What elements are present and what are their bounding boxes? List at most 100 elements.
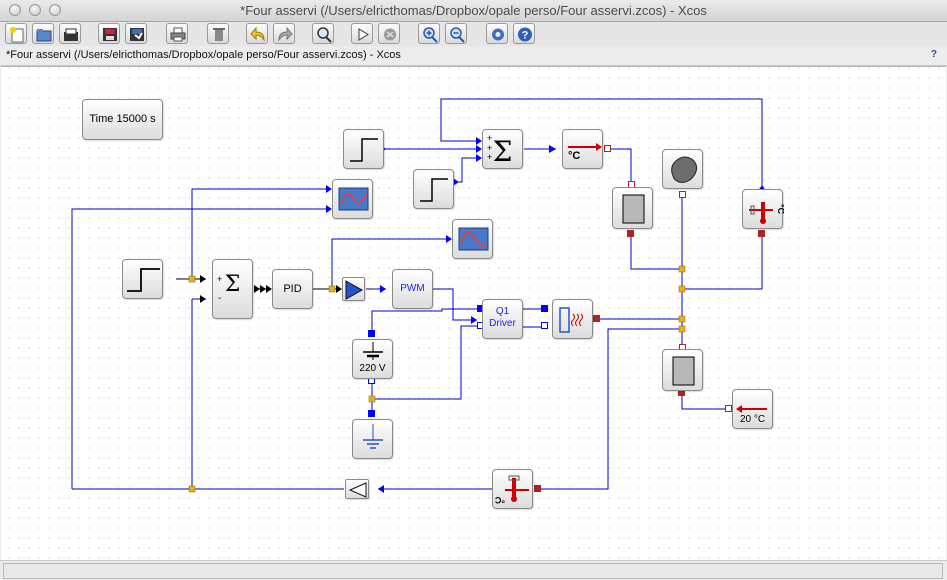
help-mark[interactable]: ?: [930, 49, 937, 60]
save-button[interactable]: [98, 23, 120, 44]
diagram-tab-bar: *Four asservi (/Users/elricthomas/Dropbo…: [0, 47, 947, 66]
link-capacity2-ambient[interactable]: [681, 403, 726, 410]
open-file-icon: [64, 28, 78, 41]
zoom-in-button[interactable]: [418, 23, 440, 44]
temperature-source-arrow-icon: [736, 405, 767, 413]
open-in-scilab-button[interactable]: [59, 23, 81, 44]
save-as-button[interactable]: [125, 23, 147, 44]
link-split-scope1[interactable]: [191, 188, 326, 279]
link-sensor-feedback-sum2[interactable]: [440, 98, 763, 191]
scope-block-1[interactable]: [332, 179, 373, 219]
window-title: *Four asservi (/Users/elricthomas/Dropbo…: [240, 3, 707, 18]
pwm-block[interactable]: PWM: [392, 269, 433, 309]
pwm-label: PWM: [400, 283, 425, 294]
undo-icon: [250, 26, 265, 42]
open-button[interactable]: [32, 23, 54, 44]
close-window-button[interactable]: [9, 4, 21, 16]
stop-icon: [384, 28, 396, 41]
play-icon: [358, 28, 369, 41]
sum2-sign-3: +: [487, 152, 493, 162]
start-button[interactable]: [351, 23, 373, 44]
diagram-canvas[interactable]: Time 15000 s Σ + + + Σ + - PID PWM °C: [1, 66, 946, 560]
fit-diagram-button[interactable]: [312, 23, 334, 44]
redo-button[interactable]: [273, 23, 295, 44]
new-diagram-button[interactable]: [5, 23, 27, 44]
pid-block[interactable]: PID: [272, 269, 313, 309]
heat-capacitor-block-1[interactable]: [612, 187, 653, 229]
scope-icon: [338, 187, 369, 211]
ground-icon: [363, 424, 383, 449]
thermal-body-icon: [671, 156, 698, 183]
scope-block-2[interactable]: [452, 219, 493, 259]
time-label: Time 15000 s: [89, 113, 156, 125]
zoom-out-button[interactable]: [445, 23, 467, 44]
svg-text:°C: °C: [494, 495, 505, 505]
sum-block-2[interactable]: Σ + + +: [482, 129, 523, 169]
trash-icon: [213, 28, 225, 41]
save-icon: [103, 28, 117, 41]
thermometer-block[interactable]: °C: [492, 469, 533, 509]
thermometer-icon: °C: [494, 475, 529, 505]
link-bus-sensor[interactable]: [682, 235, 763, 290]
sum1-sign-minus: -: [218, 293, 222, 304]
link-wires: [71, 98, 766, 493]
link-gain-scope1[interactable]: [71, 208, 326, 489]
gear-icon: [492, 28, 504, 41]
voltage-label: 220 V: [359, 363, 386, 374]
stop-button[interactable]: [378, 23, 400, 44]
heat-capacitor-icon: [672, 356, 695, 386]
zoom-out-icon: [450, 27, 465, 43]
driver-block[interactable]: Q1 Driver: [482, 299, 523, 339]
print-button[interactable]: [166, 23, 188, 44]
sum-block-1[interactable]: Σ + -: [212, 259, 253, 319]
scope-icon: [458, 227, 489, 251]
zoom-in-icon: [423, 27, 438, 43]
help-button[interactable]: ?: [513, 23, 535, 44]
time-label-block[interactable]: Time 15000 s: [82, 99, 163, 140]
step-block-3[interactable]: [413, 169, 454, 209]
setup-button[interactable]: [486, 23, 508, 44]
ambient-temperature-label: 20 °C: [739, 414, 766, 425]
ground-block[interactable]: [352, 419, 393, 459]
gain-block-2[interactable]: [345, 479, 369, 499]
svg-text:°C: °C: [776, 204, 784, 215]
link-voltage-driver[interactable]: [371, 308, 477, 334]
step-icon: [127, 268, 160, 292]
thermometer-icon: °C: [749, 202, 784, 224]
heat-capacitor-block-2[interactable]: [662, 349, 703, 391]
delete-button[interactable]: [207, 23, 229, 44]
sum2-sign-1: +: [487, 133, 493, 143]
diagram-tab-title: *Four asservi (/Users/elricthomas/Dropbo…: [6, 49, 401, 61]
gain-block-1[interactable]: [342, 277, 365, 301]
redo-icon: [278, 26, 293, 42]
link-capacity1-node[interactable]: [630, 235, 682, 270]
zoom-window-button[interactable]: [49, 4, 61, 16]
battery-icon: [363, 342, 383, 360]
voltage-source-block[interactable]: 220 V: [352, 339, 393, 379]
help-icon: ?: [518, 27, 532, 42]
gain-triangle-icon: [348, 482, 367, 498]
minimize-window-button[interactable]: [29, 4, 41, 16]
ambient-temperature-block[interactable]: 20 °C: [732, 389, 773, 429]
temperature-sensor-block[interactable]: °C: [742, 189, 784, 229]
sigma-symbol: Σ: [492, 135, 513, 168]
prescribed-temperature-block[interactable]: °C: [562, 129, 603, 169]
pid-label: PID: [283, 283, 302, 295]
print-icon: [170, 27, 186, 42]
sum2-sign-2: +: [487, 143, 493, 153]
step-block-1[interactable]: [122, 259, 163, 299]
link-tempsource-capacity1[interactable]: [604, 148, 632, 183]
thermal-body-block[interactable]: [662, 149, 703, 189]
link-step3-sum2[interactable]: [455, 157, 476, 183]
undo-button[interactable]: [246, 23, 268, 44]
status-bar-field: [3, 563, 943, 579]
step-block-2[interactable]: [343, 129, 384, 169]
step-icon: [420, 178, 448, 202]
new-document-icon: [10, 27, 24, 43]
link-ground-driver[interactable]: [371, 325, 477, 400]
save-as-icon: [130, 28, 144, 41]
link-pwm-driver[interactable]: [431, 288, 477, 321]
link-split-scope2[interactable]: [331, 238, 446, 289]
link-bus-thermometer[interactable]: [540, 328, 682, 490]
heating-resistor-block[interactable]: [552, 299, 593, 339]
